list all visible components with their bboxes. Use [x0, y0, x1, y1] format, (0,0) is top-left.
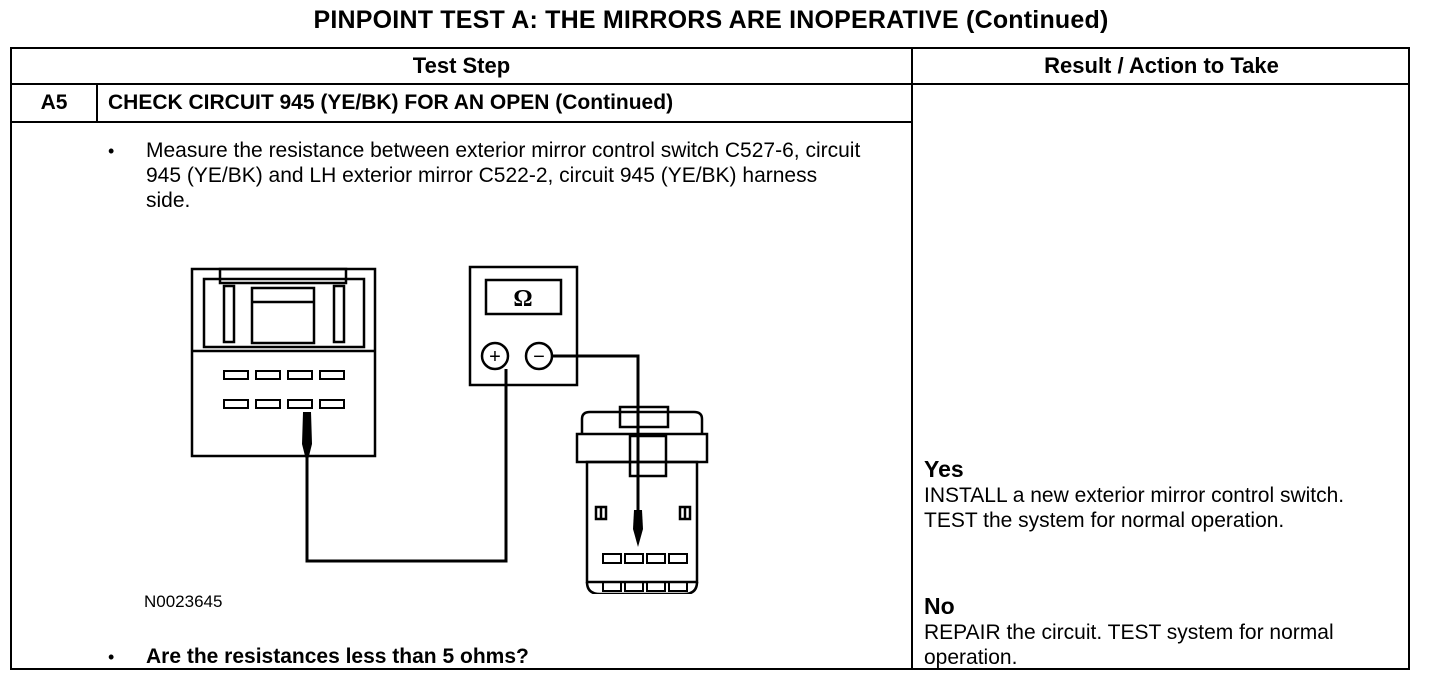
- result-yes-label: Yes: [924, 456, 964, 482]
- minus-symbol: −: [533, 346, 545, 368]
- page-title: PINPOINT TEST A: THE MIRRORS ARE INOPERA…: [313, 6, 1109, 34]
- bullet-icon: •: [108, 647, 115, 667]
- figure-id: N0023645: [144, 592, 223, 611]
- header-test-step: Test Step: [412, 53, 511, 78]
- plus-symbol: +: [489, 346, 501, 368]
- step-title-divider: [12, 121, 912, 123]
- column-divider: [911, 49, 913, 668]
- step-title: CHECK CIRCUIT 945 (YE/BK) FOR AN OPEN (C…: [108, 91, 674, 114]
- step-question: Are the resistances less than 5 ohms?: [146, 645, 529, 668]
- bullet-icon: •: [108, 141, 115, 161]
- ohmmeter-connector-diagram: Ω + −: [182, 264, 712, 599]
- mirror-connector-icon: [575, 405, 709, 596]
- result-no-action: REPAIR the circuit. TEST system for norm…: [924, 621, 1334, 669]
- result-no-label: No: [924, 593, 955, 619]
- test-lead-wires: [305, 354, 640, 563]
- step-id-divider: [96, 84, 98, 122]
- header-divider: [12, 83, 1408, 85]
- header-result-action: Result / Action to Take: [1044, 53, 1279, 78]
- ohmmeter-icon: [468, 265, 579, 387]
- step-id: A5: [40, 91, 68, 114]
- ohm-symbol: Ω: [513, 286, 532, 312]
- result-yes-action: INSTALL a new exterior mirror control sw…: [924, 484, 1345, 532]
- pinpoint-test-table: Test Step Result / Action to Take A5 CHE…: [10, 47, 1410, 670]
- switch-connector-icon: [190, 267, 377, 458]
- probe-tips-icon: [302, 412, 643, 547]
- step-instruction: Measure the resistance between exterior …: [146, 139, 861, 212]
